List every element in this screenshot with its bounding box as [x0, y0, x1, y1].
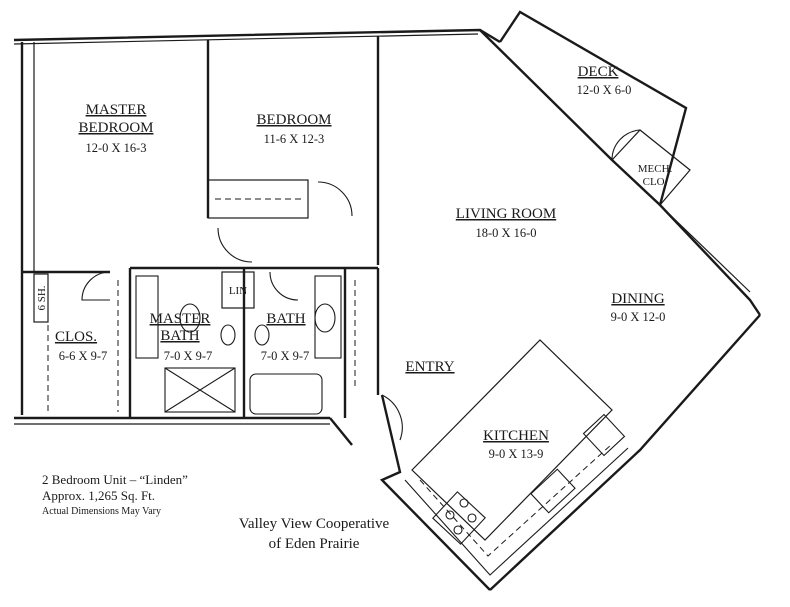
bedroom-dims: 11-6 X 12-3: [264, 132, 325, 146]
bath-door-swing: [269, 271, 299, 301]
living-room-dims: 18-0 X 16-0: [475, 226, 536, 240]
deck-dims: 12-0 X 6-0: [577, 83, 632, 97]
unit-notes: 2 Bedroom Unit – “Linden” Approx. 1,265 …: [42, 472, 188, 517]
unit-name: 2 Bedroom Unit – “Linden”: [42, 472, 188, 487]
bath-dims: 7-0 X 9-7: [261, 349, 310, 363]
bedroom-closet: [207, 179, 309, 219]
kitchen-counter-inner: [411, 339, 613, 541]
bath-vanity: [314, 275, 342, 359]
burner-4: [467, 513, 477, 523]
kitchen-dims: 9-0 X 13-9: [489, 447, 544, 461]
bedroom-door-swing: [317, 181, 353, 217]
room-labels: MASTER BEDROOM 12-0 X 16-3 BEDROOM 11-6 …: [36, 64, 673, 461]
entry-wall-right: [379, 394, 491, 591]
kitchen-label: KITCHEN: [483, 428, 549, 444]
kitchen-sink: [530, 468, 576, 514]
living-room-label: LIVING ROOM: [456, 206, 556, 222]
linen-label: LIN: [229, 285, 247, 297]
cooperative-line-1: Valley View Cooperative: [239, 516, 390, 532]
closet-dims: 6-6 X 9-7: [59, 349, 108, 363]
master-bath-dims: 7-0 X 9-7: [164, 349, 213, 363]
master-bath-toilet: [220, 324, 236, 346]
dining-dims: 9-0 X 12-0: [611, 310, 666, 324]
master-bath-label-1: MASTER: [150, 311, 211, 327]
master-bath-sink: [179, 303, 201, 333]
bath-label: BATH: [266, 311, 305, 327]
mech-closet-label-1: MECH.: [638, 163, 673, 175]
master-bath-label-2: BATH: [160, 328, 199, 344]
shelf-label: 6 SH.: [36, 285, 48, 310]
kitchen-counter-edge: [404, 447, 629, 576]
unit-size: Approx. 1,265 Sq. Ft.: [42, 488, 155, 503]
right-exterior-wall: [479, 29, 761, 316]
shower-diag-2: [164, 367, 236, 413]
master-bedroom-label-1: MASTER: [86, 102, 147, 118]
master-bath-vanity: [135, 275, 159, 359]
burner-3: [453, 525, 463, 535]
doors: [81, 129, 641, 441]
linen-closet: [221, 271, 255, 309]
right-wall-window: [664, 209, 751, 293]
mech-closet-outline: [611, 129, 691, 206]
entry-wall-left: [329, 417, 353, 446]
deck-label: DECK: [578, 64, 619, 80]
burner-1: [445, 510, 455, 520]
mech-closet-label-2: CLO.: [643, 176, 668, 188]
lower-exterior-wall: [489, 314, 761, 591]
top-exterior-wall: [13, 28, 501, 44]
cooperative-line-2: of Eden Prairie: [269, 536, 360, 552]
partitions: [22, 10, 691, 418]
unit-disclaimer: Actual Dimensions May Vary: [42, 506, 161, 517]
refrigerator: [582, 413, 626, 457]
bath-toilet: [254, 324, 270, 346]
deck-door-swing: [611, 129, 641, 161]
master-bedroom-label-2: BEDROOM: [78, 120, 153, 136]
cooperative-name: Valley View Cooperative of Eden Prairie: [239, 516, 390, 552]
dining-label: DINING: [611, 291, 664, 307]
closet-label: CLOS.: [55, 329, 97, 345]
closet-door-swing: [81, 271, 111, 301]
burner-2: [459, 498, 469, 508]
master-bedroom-dims: 12-0 X 16-3: [85, 141, 146, 155]
bath-sink: [314, 303, 336, 333]
bath-tub: [249, 373, 323, 415]
fixtures: [135, 275, 629, 576]
master-shower: [164, 367, 236, 413]
top-wall-inner-line: [13, 33, 479, 45]
kitchen-counter-dash: [419, 443, 613, 557]
kitchen-range: [432, 491, 486, 545]
entry-label: ENTRY: [405, 359, 454, 375]
bedroom-label: BEDROOM: [256, 112, 331, 128]
entry-door-swing: [381, 394, 403, 441]
mbr-door-swing: [217, 227, 253, 263]
